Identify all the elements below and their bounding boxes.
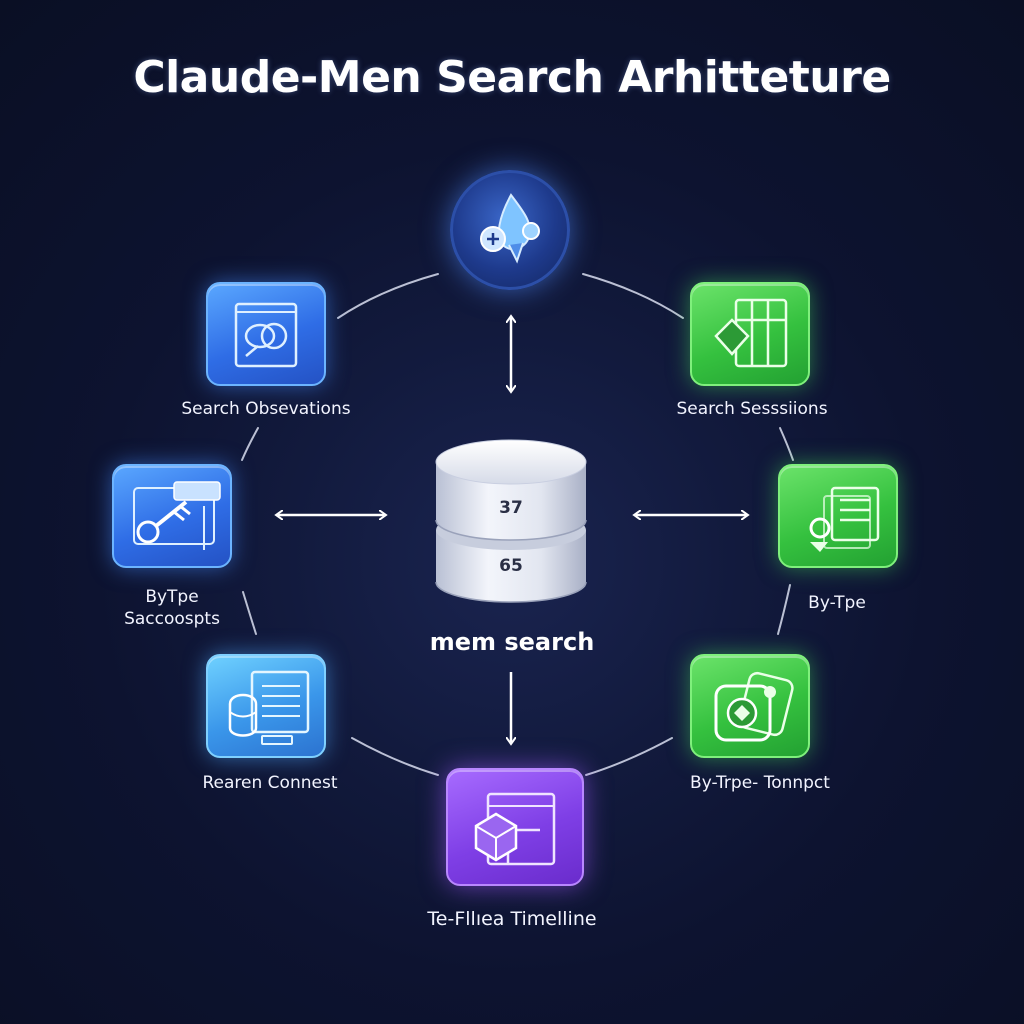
eye-document-icon (234, 302, 298, 368)
cylinder-value-top: 37 (499, 498, 523, 518)
search-sessions-tile[interactable] (690, 282, 810, 386)
hub-node[interactable] (450, 170, 570, 290)
sessions-columns-icon (714, 298, 788, 368)
rearen-connest-tile[interactable] (206, 654, 326, 758)
label-timeline: Te-Fllıea Timelline (427, 908, 597, 930)
timeline-tile[interactable] (446, 768, 584, 886)
stacked-documents-icon (228, 670, 310, 745)
label-by-type-left-line1: ByTpe (145, 587, 199, 607)
connector-hub-to-sessions (582, 273, 684, 319)
by-type-tonnpct-tile[interactable] (690, 654, 810, 758)
connector-hub-to-observations (337, 273, 439, 319)
connector-bytype-left-to-rearen (242, 591, 257, 635)
label-by-type-tonnpct: By-Trpe- Tonnpct (690, 773, 830, 793)
connector-rearen-to-timeline (351, 737, 439, 776)
diagram-title: Claude-Men Search Arhitteture (133, 52, 891, 103)
connector-tonnpct-to-timeline (585, 737, 673, 776)
label-rearen-connest: Rearen Connest (202, 773, 338, 793)
label-by-type-left-line2: Saccoospts (124, 609, 220, 629)
database-cylinder-icon (435, 439, 587, 603)
label-search-sessions: Search Sesssiions (676, 399, 828, 419)
network-drop-icon (480, 193, 540, 264)
document-key-icon (809, 486, 880, 552)
key-tag-icon (133, 481, 221, 550)
by-type-left-tile[interactable] (112, 464, 232, 568)
tagged-document-icon (714, 671, 794, 742)
label-search-observations: Search Obsevations (181, 399, 351, 419)
timeline-cube-icon (474, 792, 556, 866)
connector-observations-to-bytype-left (241, 427, 259, 461)
connector-sessions-to-bytype-right (779, 427, 794, 461)
search-observations-tile[interactable] (206, 282, 326, 386)
connector-bytype-right-to-tonnpct (777, 584, 791, 635)
by-type-right-tile[interactable] (778, 464, 898, 568)
cylinder-value-bottom: 65 (499, 556, 523, 576)
center-label: mem search (429, 628, 595, 656)
label-by-type-right: By-Tpe (808, 593, 866, 613)
